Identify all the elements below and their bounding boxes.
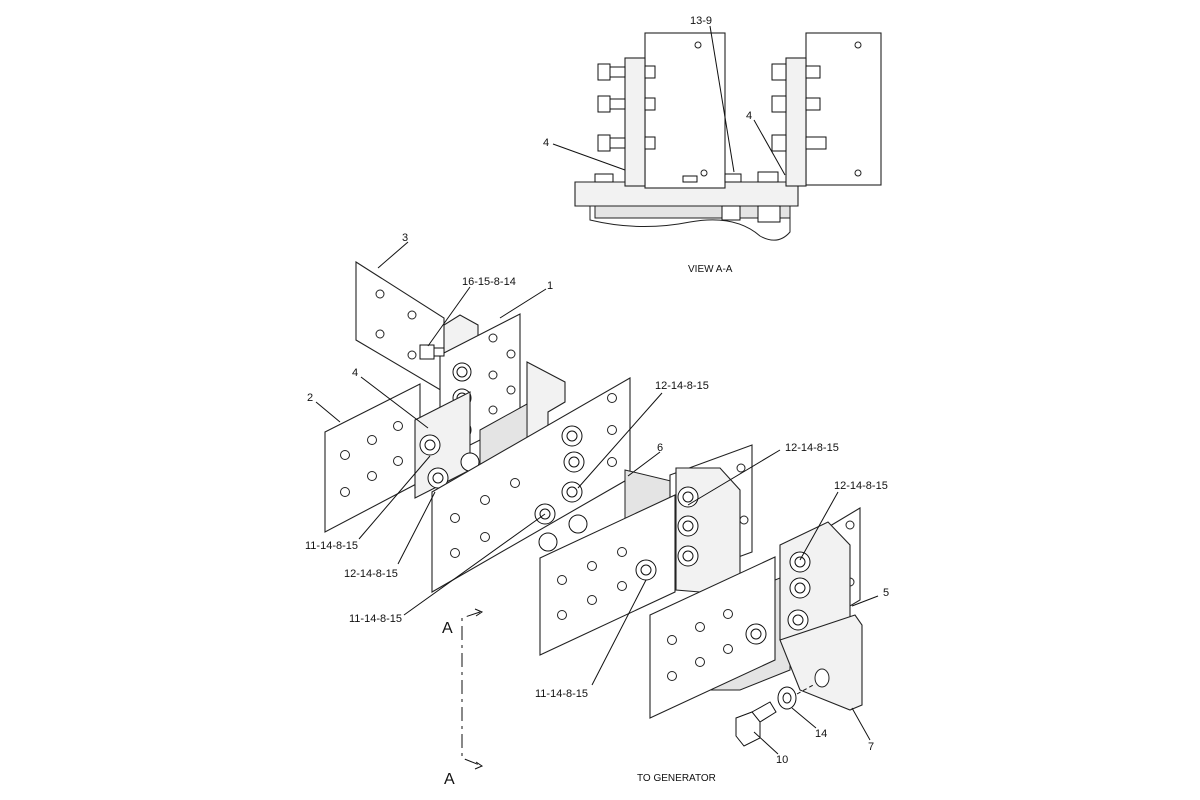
callout-11-14-8-15-c: 11-14-8-15	[535, 688, 588, 700]
part-14-washer	[777, 686, 797, 710]
right-bracket-flange	[785, 57, 807, 187]
part-2-plate	[324, 383, 421, 533]
callout-13-9: 13-9	[690, 15, 712, 27]
view-bolts-right	[771, 63, 827, 152]
callout-12-14-8-15-b: 12-14-8-15	[785, 442, 839, 454]
callout-4-view-left: 4	[543, 137, 549, 149]
callout-1: 1	[547, 280, 553, 292]
view-bolts-left	[597, 63, 656, 152]
callout-5: 5	[883, 587, 889, 599]
left-bracket-flange	[624, 57, 646, 187]
callout-6: 6	[657, 442, 663, 454]
callout-4: 4	[352, 367, 358, 379]
view-a-a-detail	[574, 32, 882, 241]
part-7-terminal-lug	[779, 614, 863, 711]
section-marker-top: A	[442, 620, 453, 637]
callout-12-14-8-15-c: 12-14-8-15	[834, 480, 888, 492]
part-4-angle	[414, 391, 480, 499]
section-line-a-a	[461, 608, 484, 770]
view-base-bolts	[594, 171, 781, 223]
callout-12-14-8-15-d: 12-14-8-15	[344, 568, 398, 580]
front-plate	[649, 556, 776, 719]
main-exploded-view	[324, 260, 863, 770]
section-marker-bottom: A	[444, 771, 455, 788]
leader-lines	[315, 25, 879, 755]
callout-4-view-right: 4	[746, 110, 752, 122]
part-5-bracket	[779, 507, 861, 646]
left-bracket-plate	[644, 32, 726, 189]
generator-note: TO GENERATOR	[637, 773, 716, 784]
lower-plate	[594, 205, 791, 219]
break-line	[589, 206, 791, 241]
callout-10: 10	[776, 754, 788, 766]
callout-labels: 13-9 4 4 3 16-15-8-14 1 2 4 12-14-8-15 6…	[305, 15, 889, 766]
callout-11-14-8-15-a: 11-14-8-15	[305, 540, 358, 552]
callout-14: 14	[815, 728, 827, 740]
bolt-16	[419, 344, 445, 360]
callout-7: 7	[868, 741, 874, 753]
view-caption: VIEW A-A	[688, 264, 733, 275]
callout-3: 3	[402, 232, 408, 244]
callout-2: 2	[307, 392, 313, 404]
callout-11-14-8-15-b: 11-14-8-15	[349, 613, 402, 625]
part-10-bolt	[735, 701, 777, 747]
callout-16-15-8-14: 16-15-8-14	[462, 276, 516, 288]
callout-12-14-8-15-a: 12-14-8-15	[655, 380, 709, 392]
